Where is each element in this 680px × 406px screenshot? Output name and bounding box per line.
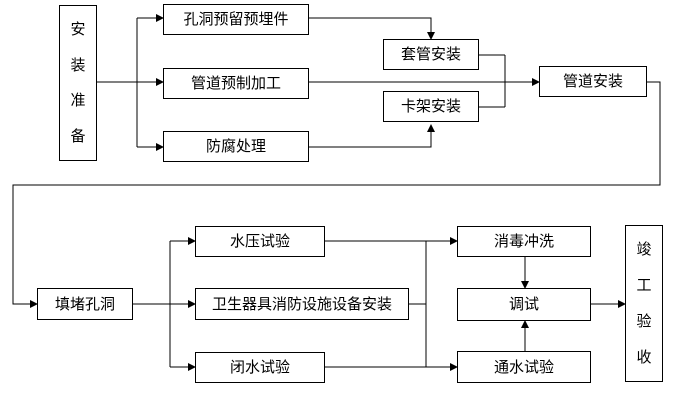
box-flow-test: 通水试验	[457, 351, 591, 383]
pressure-test-label: 水压试验	[229, 232, 290, 250]
disinfect-flush-label: 消毒冲洗	[493, 232, 554, 250]
install-prep-char-1: 安	[70, 20, 86, 39]
box-reserved-holes: 孔洞预留预埋件	[163, 4, 309, 35]
box-pressure-test: 水压试验	[195, 226, 325, 257]
fixture-install-label: 卫生器具消防设施设备安装	[211, 294, 392, 313]
arrow-to-fill-holes	[12, 81, 661, 308]
box-bracket-install: 卡架安装	[383, 91, 479, 122]
flow-test-label: 通水试验	[493, 357, 554, 376]
arrow-to-sleeve-install	[309, 17, 435, 40]
box-sleeve-install: 套管安装	[383, 39, 479, 70]
pipe-install-label: 管道安装	[562, 72, 623, 90]
box-disinfect-flush: 消毒冲洗	[457, 226, 591, 257]
install-prep-char-2: 装	[70, 55, 86, 74]
anticorrosion-label: 防腐处理	[205, 137, 266, 155]
arrow-to-bracket-install	[309, 124, 435, 148]
completion-acceptance-char-2: 工	[636, 276, 652, 295]
install-prep-char-3: 准	[70, 91, 86, 110]
box-fill-holes: 填堵孔洞	[37, 288, 133, 320]
box-debugging: 调试	[457, 288, 591, 321]
install-prep-char-4: 备	[70, 126, 86, 145]
completion-acceptance-char-1: 竣	[636, 240, 652, 259]
fill-holes-label: 填堵孔洞	[54, 294, 115, 313]
box-pipe-prefab: 管道预制加工	[163, 68, 309, 99]
closed-water-test-label: 闭水试验	[229, 358, 290, 376]
completion-acceptance-char-3: 验	[636, 311, 652, 330]
reserved-holes-label: 孔洞预留预埋件	[183, 10, 289, 28]
box-completion-acceptance: 竣 工 验 收	[625, 225, 663, 382]
box-fixture-install: 卫生器具消防设施设备安装	[195, 288, 409, 320]
box-anticorrosion: 防腐处理	[163, 131, 309, 162]
sleeve-install-label: 套管安装	[400, 45, 461, 63]
completion-acceptance-char-4: 收	[636, 347, 652, 366]
debugging-label: 调试	[508, 295, 539, 313]
box-closed-water-test: 闭水试验	[195, 352, 325, 383]
box-pipe-install: 管道安装	[539, 66, 647, 97]
pipe-prefab-label: 管道预制加工	[190, 74, 281, 92]
box-install-prep: 安 装 准 备	[59, 5, 97, 161]
bracket-install-label: 卡架安装	[400, 97, 461, 115]
